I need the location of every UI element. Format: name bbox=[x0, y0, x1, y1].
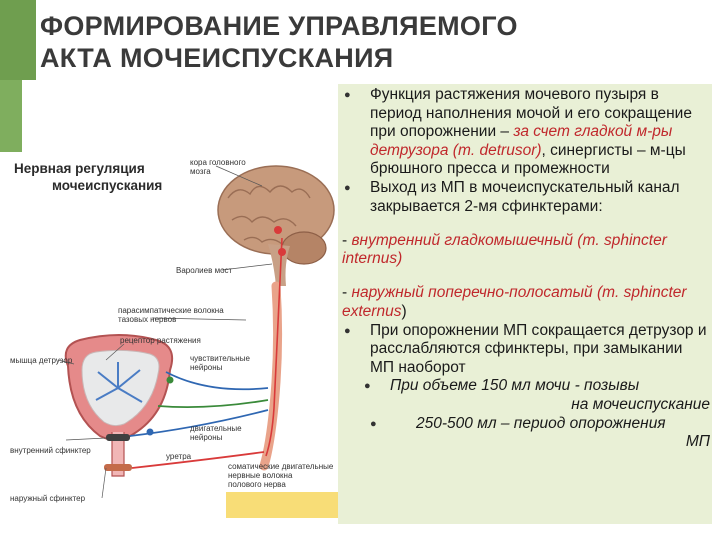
bullet-dot-icon: ● bbox=[364, 380, 371, 393]
brain-gyri bbox=[227, 185, 311, 245]
left-accent-strip bbox=[0, 80, 22, 152]
label-motor-neurons: двигательные нейроны bbox=[190, 424, 242, 442]
label-somatic-fibers: соматические двигательные нервные волокн… bbox=[228, 462, 333, 489]
label-motor-line-2: нейроны bbox=[190, 433, 223, 442]
label-pointer-lines bbox=[57, 165, 273, 499]
label-motor-line-1: двигательные bbox=[190, 424, 242, 433]
text-content: ● Функция растяжения мочевого пузыря в п… bbox=[342, 86, 710, 452]
label-detrusor: мышца детрузор bbox=[10, 356, 73, 365]
urge-text-line-2: на мочеиспускание bbox=[571, 395, 710, 413]
emptying-volume-line-2: МП bbox=[685, 433, 710, 451]
label-somatic-line-1: соматические двигательные bbox=[228, 462, 334, 471]
internal-sphincter-ring bbox=[106, 434, 130, 441]
bullet-exit-sphincters: ● Выход из МП в мочеиспускательный канал… bbox=[342, 179, 710, 216]
dash-marker: - bbox=[342, 231, 352, 249]
label-parasympathetic: парасимпатические волокна тазовых нервов bbox=[118, 306, 224, 324]
figure-title-line-2: мочеиспускания bbox=[52, 178, 163, 193]
title-line-2: АКТА МОЧЕИСПУСКАНИЯ bbox=[40, 43, 394, 73]
bullet-emptying: ● При опорожнении МП сокращается детрузо… bbox=[342, 322, 710, 378]
label-urethra: уретра bbox=[166, 452, 192, 461]
label-parasympathetic-line-1: парасимпатические волокна bbox=[118, 306, 224, 315]
closing-paren: ) bbox=[401, 302, 407, 320]
motor-nerve bbox=[129, 409, 269, 437]
external-sphincter-ring bbox=[104, 464, 132, 471]
internal-sphincter-emphasis: внутренний гладкомышечный (m. sphincter … bbox=[342, 231, 667, 268]
bullet-dot-icon: ● bbox=[344, 324, 351, 337]
bullet-dot-icon: ● bbox=[344, 89, 351, 101]
figure-title-line-1: Нервная регуляция bbox=[14, 161, 145, 176]
synergists-text: , синергисты – м-цы брюшного пресса и пр… bbox=[370, 141, 686, 178]
label-cortex-line-1: кора головного bbox=[190, 158, 246, 167]
cortex-center-marker bbox=[274, 226, 282, 234]
ganglion-marker bbox=[166, 376, 174, 384]
label-pons: Варолиев мост bbox=[176, 266, 233, 275]
ganglion-marker bbox=[146, 428, 154, 436]
dash-marker: - bbox=[342, 284, 352, 302]
slide-title: ФОРМИРОВАНИЕ УПРАВЛЯЕМОГО АКТА МОЧЕИСПУС… bbox=[40, 10, 640, 74]
external-sphincter-emphasis: наружный поперечно-полосатый (m. sphinct… bbox=[342, 284, 687, 320]
label-parasympathetic-line-2: тазовых нервов bbox=[118, 315, 177, 324]
internal-sphincter-line: - внутренний гладкомышечный (m. sphincte… bbox=[342, 232, 710, 269]
bladder-function-text: Функция растяжения мочевого пузыря в пер… bbox=[370, 86, 692, 141]
label-sensory-neurons: чувствительные нейроны bbox=[190, 354, 250, 372]
label-sensory-line-1: чувствительные bbox=[190, 354, 250, 363]
bullet-dot-icon: ● bbox=[344, 181, 351, 194]
bullet-bladder-function: ● Функция растяжения мочевого пузыря в п… bbox=[342, 86, 710, 179]
label-internal-sphincter: внутренний сфинктер bbox=[10, 446, 91, 455]
label-cortex-line-2: мозга bbox=[190, 167, 211, 176]
urination-regulation-illustration bbox=[57, 165, 335, 499]
sensory-nerve bbox=[157, 399, 269, 409]
label-somatic-line-3: полового нерва bbox=[228, 480, 286, 489]
bladder-lumen bbox=[81, 349, 160, 427]
label-cortex: кора головного мозга bbox=[190, 158, 246, 176]
label-somatic-line-2: нервные волокна bbox=[228, 471, 293, 480]
figure-title: Нервная регуляция мочеиспускания bbox=[14, 160, 162, 194]
text-panel-background bbox=[338, 84, 712, 524]
exit-sphincters-text: Выход из МП в мочеиспускательный канал з… bbox=[370, 178, 680, 215]
title-line-1: ФОРМИРОВАНИЕ УПРАВЛЯЕМОГО bbox=[40, 11, 518, 41]
label-external-sphincter: наружный сфинктер bbox=[10, 494, 86, 503]
bullet-dot-icon: ● bbox=[370, 417, 377, 430]
label-stretch-receptor: рецептор растяжения bbox=[120, 336, 201, 345]
emptying-text: При опорожнении МП сокращается детрузор … bbox=[370, 321, 707, 376]
detrusor-emphasis: за счет гладкой м-ры детрузора (m. detru… bbox=[370, 123, 673, 159]
emptying-volume-line-1: 250-500 мл – период опорожнения bbox=[416, 414, 666, 432]
parasympathetic-nerve bbox=[165, 371, 269, 391]
highlight-band bbox=[226, 492, 338, 518]
sub-bullet-emptying-volume: ● 250-500 мл – период опорожнения МП bbox=[342, 415, 710, 452]
urge-text-line-1: При объеме 150 мл мочи - позывы bbox=[390, 377, 640, 395]
spinal-cord-red-tract bbox=[265, 237, 283, 457]
external-sphincter-line: - наружный поперечно-полосатый (m. sphin… bbox=[342, 284, 710, 321]
title-background bbox=[36, 0, 720, 84]
label-sensory-line-2: нейроны bbox=[190, 363, 223, 372]
sub-bullet-urge: ● При объеме 150 мл мочи - позывы на моч… bbox=[342, 377, 710, 414]
stretch-arrows bbox=[95, 362, 143, 403]
somatic-nerve bbox=[131, 451, 265, 469]
